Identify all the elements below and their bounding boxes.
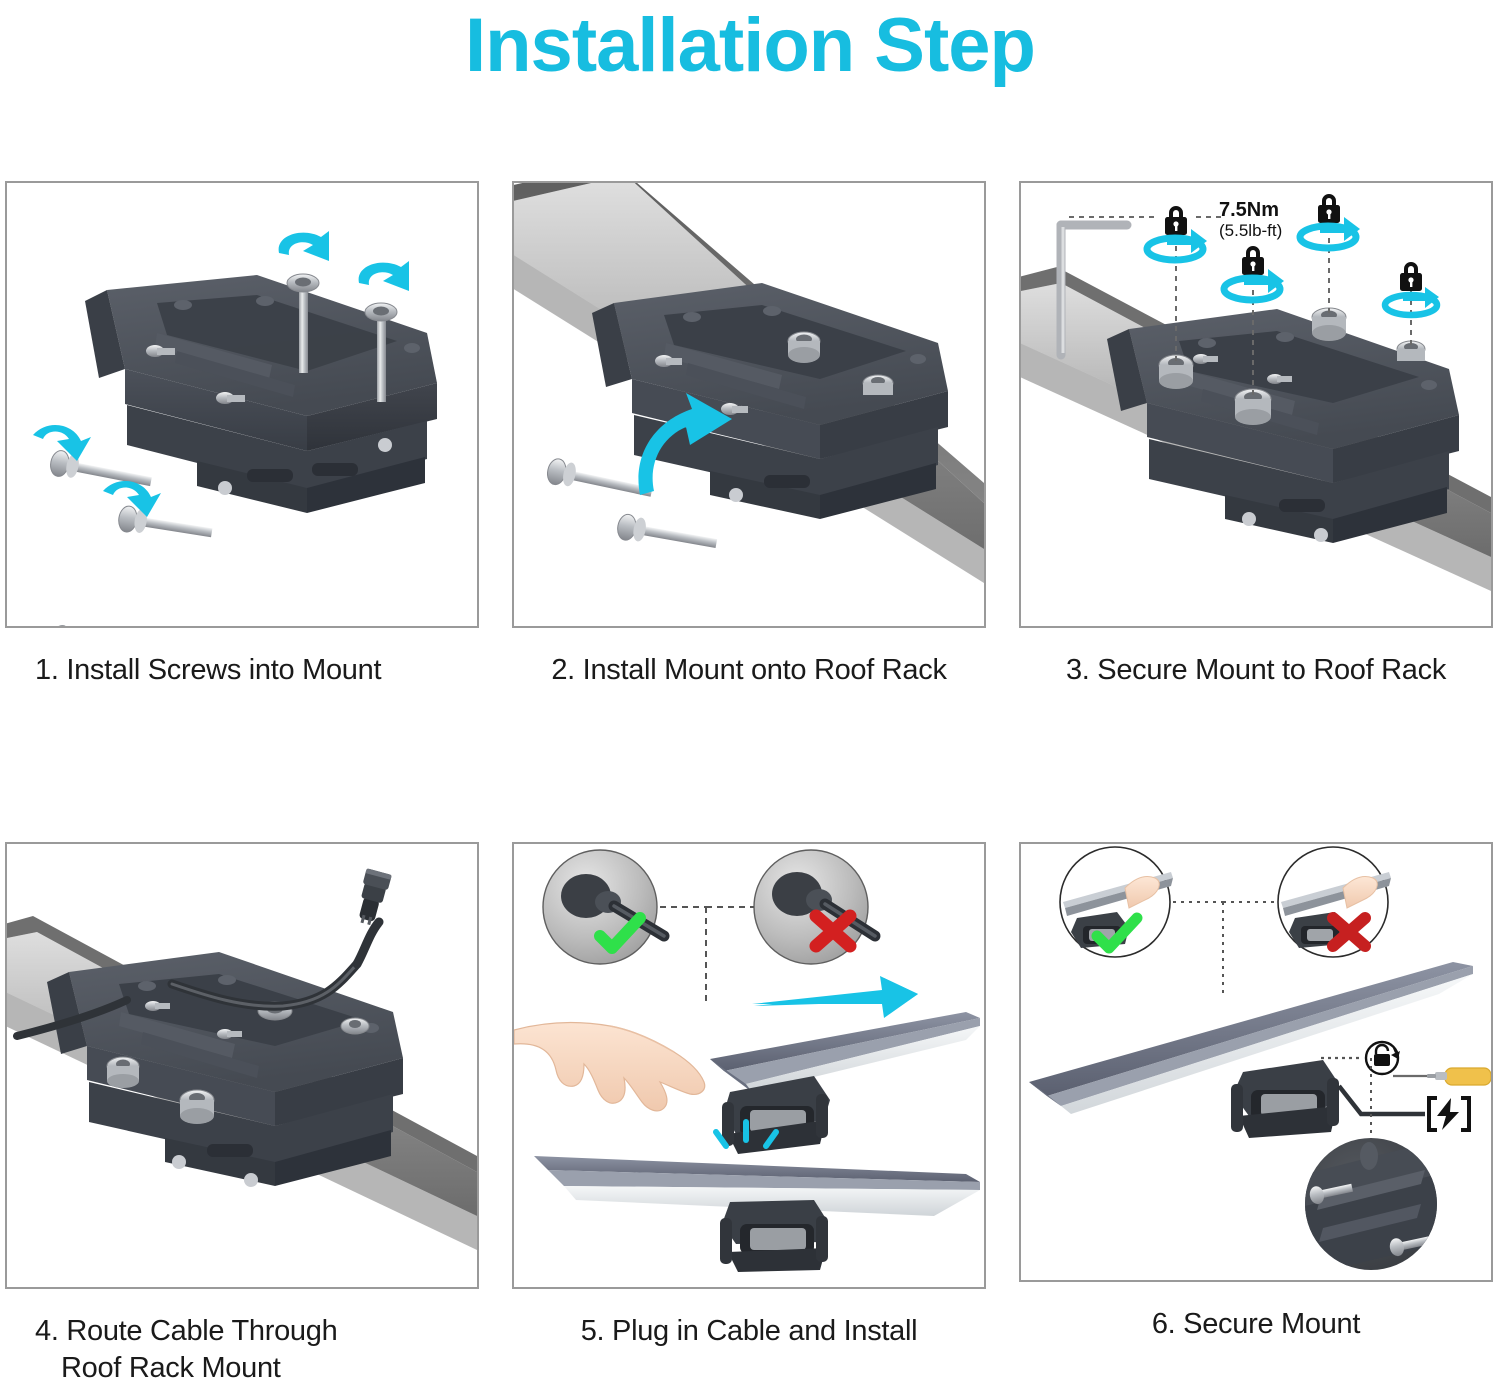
bolt-small-a <box>655 355 682 367</box>
lock-icon-3 <box>1318 194 1340 223</box>
rotate-arrow-icon-top-2 <box>358 261 409 291</box>
step-4-caption-line1: 4. Route Cable Through <box>35 1315 338 1348</box>
page-title: Installation Step <box>465 3 1036 88</box>
step-cell-2: 2. Install Mount onto Roof Rack <box>512 181 986 689</box>
check-icon <box>594 912 646 955</box>
snap-icon <box>713 1119 779 1150</box>
bolt-head-4 <box>1396 340 1426 361</box>
curved-arrow-icon <box>638 393 732 495</box>
bolt-small-c <box>1193 354 1218 364</box>
rotate-arrow-icon-top-1 <box>278 231 329 261</box>
screw-horizontal-a <box>547 458 653 497</box>
bolt-head-1 <box>1158 354 1194 389</box>
step-3-illustration: 7.5Nm (5.5lb-ft) <box>1019 181 1493 628</box>
bolt-head-r4-2 <box>179 1089 215 1125</box>
bolt-head-3 <box>1311 307 1347 341</box>
steps-row-1: 1. Install Screws into Mount <box>5 181 1495 689</box>
hand-icon <box>514 1022 706 1112</box>
inset-correct-plug <box>542 849 670 965</box>
torque-nm: 7.5Nm <box>1219 199 1280 221</box>
rotation-ring-icon-3 <box>1296 217 1360 252</box>
step-cell-1: 1. Install Screws into Mount <box>5 181 479 689</box>
mount-head-2 <box>720 1200 828 1273</box>
steps-grid: 1. Install Screws into Mount <box>5 181 1495 1387</box>
cross-icon <box>809 909 857 953</box>
step-6-illustration <box>1019 842 1493 1283</box>
lock-icon-4 <box>1400 262 1422 291</box>
screw-vertical-1 <box>286 273 320 373</box>
panel-board-final <box>1029 962 1473 1115</box>
secure-mount-final-drawing <box>1029 846 1491 1271</box>
check-icon <box>1091 912 1143 954</box>
lock-rotate-icon <box>1364 1040 1400 1076</box>
step-2-illustration <box>512 181 986 628</box>
route-cable-drawing <box>7 868 477 1251</box>
step-4-caption: 4. Route Cable Through Roof Rack Mount <box>5 1313 479 1387</box>
step-5-caption: 5. Plug in Cable and Install <box>580 1315 918 1348</box>
plug-and-install-drawing <box>514 849 980 1273</box>
screw-horizontal-left-b <box>118 505 213 538</box>
steps-row-2: 4. Route Cable Through Roof Rack Mount <box>5 842 1495 1387</box>
rotate-arrow-icon-left-2 <box>103 480 161 517</box>
torque-annotation: 7.5Nm (5.5lb-ft) <box>1219 199 1282 240</box>
battery-charge-icon <box>1427 1096 1471 1133</box>
lock-icon-1 <box>1165 206 1187 235</box>
rotation-ring-icon-2 <box>1220 269 1284 304</box>
step-4-caption-line2: Roof Rack Mount <box>61 1352 281 1385</box>
allen-key-icon <box>1056 220 1132 360</box>
torque-lbft: (5.5lb-ft) <box>1219 221 1283 241</box>
step-3-caption: 3. Secure Mount to Roof Rack <box>1065 654 1447 686</box>
bolt-head-r4-1 <box>106 1056 140 1089</box>
step-cell-3: 7.5Nm (5.5lb-ft) 3. Secure Mount to Roof… <box>1019 181 1493 689</box>
bolt-small-r4-b <box>217 1029 242 1040</box>
inset-screw-detail <box>1305 1138 1437 1271</box>
step-4-illustration <box>5 842 479 1290</box>
secure-mount-drawing <box>1021 194 1491 591</box>
screw-horizontal-1 <box>50 625 71 626</box>
bolt-small-2 <box>216 392 245 404</box>
step-cell-4: 4. Route Cable Through Roof Rack Mount <box>5 842 479 1387</box>
lock-icon-2 <box>1242 246 1264 275</box>
inset-correct-grip <box>1059 846 1173 958</box>
rotate-arrow-icon-left-1 <box>33 424 91 461</box>
cross-icon <box>1327 912 1371 953</box>
mount-head-1 <box>722 1076 830 1155</box>
screw-horizontal-left-a <box>50 450 152 487</box>
inset-incorrect-grip <box>1277 846 1391 958</box>
bolt-cap-1 <box>787 331 821 363</box>
panel-board-sliding <box>710 1012 980 1093</box>
bolt-head-r4-4 <box>340 1017 370 1035</box>
leader-line-battery <box>1337 1084 1425 1117</box>
step-1-illustration <box>5 181 479 628</box>
bolt-small-1 <box>146 345 175 357</box>
arrow-right-icon <box>752 976 918 1019</box>
step-1-caption: 1. Install Screws into Mount <box>35 654 382 686</box>
step-2-caption: 2. Install Mount onto Roof Rack <box>551 654 947 686</box>
screw-vertical-2 <box>364 302 398 402</box>
bolt-cap-2 <box>862 374 894 395</box>
rotation-ring-icon-4 <box>1381 287 1441 319</box>
bolt-small-d <box>1267 374 1292 384</box>
bolt-head-2 <box>1234 388 1272 425</box>
bolt-small-r4-a <box>145 1001 170 1012</box>
step-6-caption: 6. Secure Mount <box>1151 1308 1361 1341</box>
inset-incorrect-plug <box>753 849 881 965</box>
connector-icon <box>359 868 392 926</box>
rotation-ring-icon-1 <box>1143 229 1207 264</box>
mount-with-screws-drawing <box>33 231 437 626</box>
step-cell-5: 5. Plug in Cable and Install <box>512 842 986 1387</box>
step-5-illustration <box>512 842 986 1290</box>
screwdriver-icon <box>1427 1067 1491 1086</box>
bolt-small-b <box>721 403 748 415</box>
screw-horizontal-b <box>617 513 718 548</box>
step-cell-6: 6. Secure Mount <box>1019 842 1493 1387</box>
cable-tail-icon <box>13 996 131 1041</box>
mount-onto-rack-drawing <box>514 183 984 583</box>
mount-head-final <box>1231 1060 1339 1139</box>
